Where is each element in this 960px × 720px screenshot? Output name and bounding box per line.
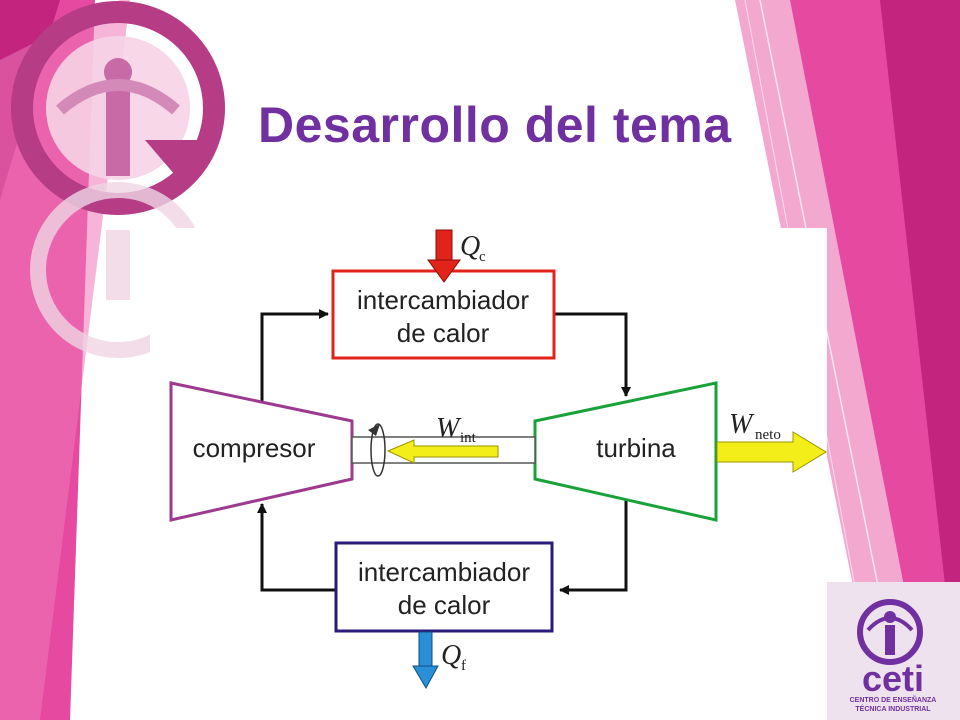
logo-line1: CENTRO DE ENSEÑANZA — [850, 695, 937, 704]
work-internal-symbol: W — [436, 413, 462, 444]
heater-label-line1: intercambiador — [357, 285, 529, 315]
work-net-arrow — [716, 431, 827, 473]
logo-line2: TÉCNICA INDUSTRIAL — [855, 704, 931, 713]
heat-out-subscript: f — [461, 658, 466, 674]
slide-title: Desarrollo del tema — [258, 97, 732, 153]
flow-lines — [257, 309, 631, 595]
work-internal-subscript: int — [460, 430, 477, 446]
left-band-light — [0, 0, 130, 720]
heat-in-symbol: Q — [460, 231, 480, 262]
cooler-label-line2: de calor — [398, 590, 491, 620]
compressor-shape — [169, 381, 354, 522]
right-band-dark — [880, 0, 960, 720]
flow-heater-to-turbine — [555, 312, 631, 397]
work-internal-arrow — [386, 439, 499, 464]
heat-out-symbol: Q — [441, 640, 461, 671]
flow-turbine-to-cooler — [559, 500, 628, 595]
cooler-box — [334, 541, 554, 633]
ceti-logo: ceti CENTRO DE ENSEÑANZA TÉCNICA INDUSTR… — [827, 582, 960, 720]
heat-in-subscript: c — [479, 249, 486, 265]
turbine-label: turbina — [596, 433, 676, 463]
flow-cooler-to-compressor — [257, 503, 336, 592]
cooler-label-line1: intercambiador — [358, 557, 530, 587]
work-net-subscript: neto — [755, 427, 781, 443]
logo-ring-icon — [857, 599, 923, 665]
compressor-label: compresor — [193, 433, 316, 463]
logo-name: ceti — [862, 658, 924, 699]
flow-compressor-to-heater — [260, 309, 329, 408]
heater-label-line2: de calor — [397, 318, 490, 348]
heater-box — [331, 269, 556, 360]
heat-in-arrow — [427, 229, 461, 283]
work-net-symbol: W — [729, 409, 755, 440]
rotation-indicator-icon — [370, 423, 386, 477]
heat-out-arrow — [412, 631, 439, 690]
